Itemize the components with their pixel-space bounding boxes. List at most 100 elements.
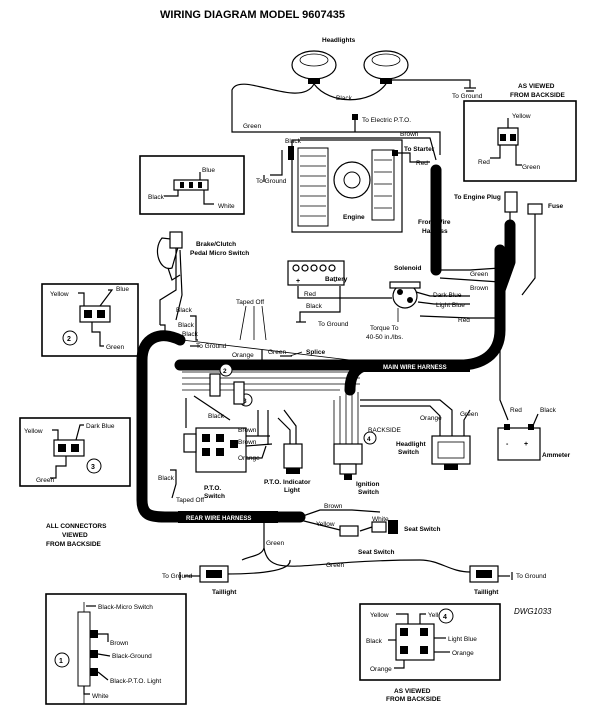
splice-label: Splice <box>306 349 326 356</box>
solenoid-label: Solenoid <box>394 265 421 272</box>
headlight-ground-wire <box>392 79 471 88</box>
engine-plug <box>504 191 518 213</box>
c4-label-orange-2: Orange <box>452 650 474 657</box>
headlight-switch <box>431 435 471 470</box>
pto-connector <box>352 114 358 120</box>
taillight-left <box>199 565 229 583</box>
front-harness-label-1: Front Wire <box>418 219 451 226</box>
c2-label-yellow: Yellow <box>50 291 69 298</box>
torque-label-2: 40-50 in./lbs. <box>366 334 403 341</box>
label-to-engine-plug: To Engine Plug <box>454 194 501 201</box>
label-red-starter: Red <box>416 160 428 167</box>
c3-number: 3 <box>91 464 95 471</box>
label-to-starter: To Starter <box>404 146 435 153</box>
as-viewed-bottom-label-2: FROM BACKSIDE <box>386 696 442 703</box>
label-brown-seat: Brown <box>324 503 343 510</box>
pto-light-label-1: P.T.O. Indicator <box>264 479 311 486</box>
c3-label-yellow: Yellow <box>24 428 43 435</box>
label-to-ground-battery: To Ground <box>318 321 349 328</box>
label-green-splice: Green <box>268 349 286 356</box>
ammeter-minus: - <box>506 441 509 448</box>
label-to-ground-engine: To Ground <box>256 178 287 185</box>
label-red-right: Red <box>458 317 470 324</box>
ammeter-plus: + <box>524 441 528 448</box>
front-harness-label-2: Harness <box>422 228 448 235</box>
label-to-ground-tl: To Ground <box>162 573 193 580</box>
label-red-amm: Red <box>510 407 522 414</box>
label-orange-hl: Orange <box>420 415 442 422</box>
bs-label-red: Red <box>478 159 490 166</box>
pto-switch <box>183 427 247 473</box>
label-brown-pto-2: Brown <box>238 439 257 446</box>
ignition-label-1: Ignition <box>356 481 379 488</box>
label-green-rear: Green <box>266 540 284 547</box>
c1-label-black-pto-light: Black-P.T.O. Light <box>110 678 161 685</box>
label-black-taped: Black <box>158 475 175 482</box>
as-viewed-top-label-1: AS VIEWED <box>518 83 555 90</box>
rear-harness-label: REAR WIRE HARNESS <box>186 516 251 522</box>
c3-label-green: Green <box>36 477 54 484</box>
diagram-title: WIRING DIAGRAM MODEL 9607435 <box>160 9 345 21</box>
label-green-hl: Green <box>460 411 478 418</box>
ignition-label-2: Switch <box>358 489 379 496</box>
as-viewed-top-label-2: FROM BACKSIDE <box>510 92 566 99</box>
harness-connector-2 <box>209 373 221 397</box>
c4-number: 4 <box>443 614 447 621</box>
seat-switch <box>339 520 398 537</box>
label-to-ground-switch: To Ground <box>196 343 227 350</box>
bs-label-green: Green <box>522 164 540 171</box>
brake-switch-label-1: Brake/Clutch <box>196 241 236 248</box>
micro-label-black: Black <box>148 194 165 201</box>
label-light-blue: Light Blue <box>436 302 465 309</box>
c4-label-light-blue: Light Blue <box>448 636 477 643</box>
label-orange-splice: Orange <box>232 352 254 359</box>
brake-clutch-switch <box>157 231 183 281</box>
label-black-switch-3: Black <box>182 331 199 338</box>
label-black-engine: Black <box>285 138 302 145</box>
headlight-switch-label-2: Switch <box>398 449 419 456</box>
headlights-label: Headlights <box>322 37 356 44</box>
taillight-right-label: Taillight <box>474 589 499 596</box>
engine <box>288 139 403 233</box>
label-red-battery: Red <box>304 291 316 298</box>
label-black-switch-1: Black <box>176 307 193 314</box>
label-dark-blue: Dark Blue <box>433 292 462 299</box>
label-to-ground-tr: To Ground <box>516 573 547 580</box>
c4-label-yellow-1: Yellow <box>370 612 389 619</box>
all-connectors-label-3: FROM BACKSIDE <box>46 541 102 548</box>
label-black-pto: Black <box>208 413 225 420</box>
backside-label: BACKSIDE <box>368 427 402 434</box>
pto-switch-label-1: P.T.O. <box>204 485 221 492</box>
ammeter <box>497 424 541 461</box>
harness-connector-3 <box>233 381 245 405</box>
c3-label-dark-blue: Dark Blue <box>86 423 115 430</box>
label-taped-off-top: Taped Off <box>236 299 264 306</box>
pto-light-label-2: Light <box>284 487 301 494</box>
headlight-green-wire <box>231 83 315 118</box>
solenoid <box>389 281 421 309</box>
label-taped-off-bottom: Taped Off <box>176 497 204 504</box>
c2-label-green: Green <box>106 344 124 351</box>
all-connectors-label-1: ALL CONNECTORS <box>46 523 107 530</box>
headlights <box>291 50 409 84</box>
label-brown-pto-1: Brown <box>238 427 257 434</box>
backside-connector-box <box>463 100 577 182</box>
battery-minus: - <box>334 278 337 285</box>
green-top-wire <box>231 118 441 155</box>
harness-conn-2-number: 2 <box>223 368 227 375</box>
pto-indicator-light <box>277 409 303 474</box>
c1-number: 1 <box>59 658 63 665</box>
all-connectors-label-2: VIEWED <box>62 532 88 539</box>
headlight-switch-label-1: Headlight <box>396 441 426 448</box>
label-black-headlight: Black <box>336 95 353 102</box>
label-to-ground-headlight: To Ground <box>452 93 483 100</box>
label-black-amm: Black <box>540 407 557 414</box>
bs-label-yellow: Yellow <box>512 113 531 120</box>
torque-label-1: Torque To <box>370 325 399 332</box>
drawing-number: DWG1033 <box>514 607 552 616</box>
taillight-left-label: Taillight <box>212 589 237 596</box>
micro-label-blue: Blue <box>202 167 215 174</box>
label-green-right: Green <box>470 271 488 278</box>
